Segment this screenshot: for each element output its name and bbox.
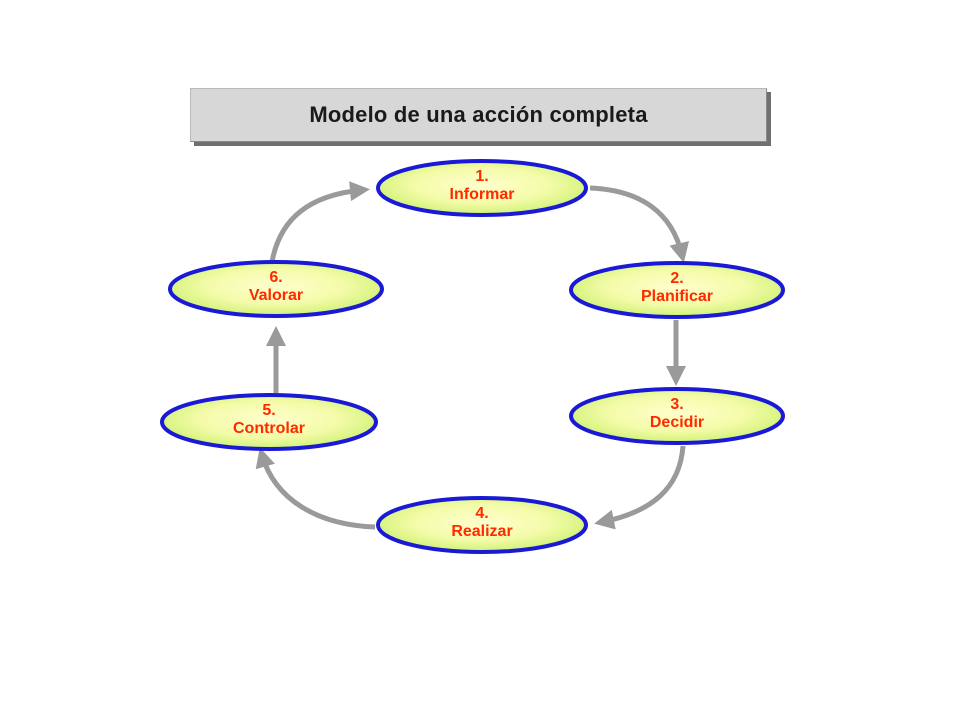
step-2-number: 2. bbox=[670, 270, 683, 287]
step-5-label: Controlar bbox=[233, 420, 305, 437]
step-node-2-shape bbox=[569, 261, 785, 319]
arrow-4-to-5 bbox=[255, 447, 376, 530]
arrow-3-to-4 bbox=[594, 445, 686, 530]
step-1-number: 1. bbox=[475, 168, 488, 185]
step-6-label: Valorar bbox=[249, 287, 303, 304]
arrow-6-to-1 bbox=[269, 181, 370, 263]
step-node-3: 3. Decidir bbox=[569, 387, 785, 445]
step-4-label: Realizar bbox=[451, 523, 512, 540]
step-node-1-shape bbox=[376, 159, 588, 217]
step-node-5-shape bbox=[160, 393, 378, 451]
step-node-4-shape bbox=[376, 496, 588, 554]
step-5-number: 5. bbox=[262, 402, 275, 419]
step-node-3-shape bbox=[569, 387, 785, 445]
diagram-title: Modelo de una acción completa bbox=[309, 102, 648, 127]
step-6-number: 6. bbox=[269, 269, 282, 286]
step-3-number: 3. bbox=[670, 396, 683, 413]
arrow-1-to-2 bbox=[589, 185, 690, 263]
step-4-number: 4. bbox=[475, 505, 488, 522]
step-node-2: 2. Planificar bbox=[569, 261, 785, 319]
step-node-6: 6. Valorar bbox=[168, 260, 384, 318]
title-box: Modelo de una acción completa bbox=[190, 88, 767, 142]
step-node-4: 4. Realizar bbox=[376, 496, 588, 554]
step-node-6-shape bbox=[168, 260, 384, 318]
step-node-1: 1. Informar bbox=[376, 159, 588, 217]
step-2-label: Planificar bbox=[641, 288, 713, 305]
step-1-label: Informar bbox=[450, 186, 515, 203]
step-node-5: 5. Controlar bbox=[160, 393, 378, 451]
step-3-label: Decidir bbox=[650, 414, 704, 431]
